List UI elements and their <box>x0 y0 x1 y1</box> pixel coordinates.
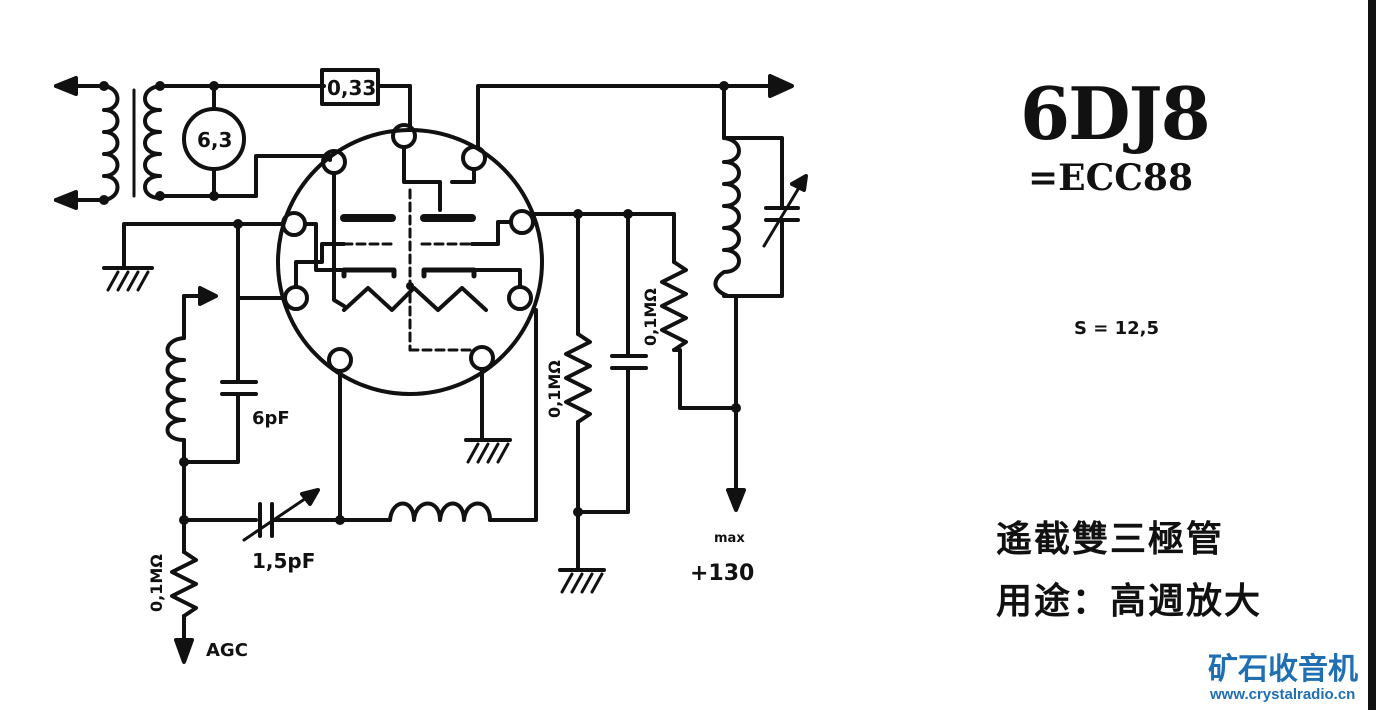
label-resistor-top: 0,33 <box>327 76 376 100</box>
tank-coil <box>713 136 741 298</box>
label-res-plate: 0,1MΩ <box>641 288 660 346</box>
neutralizing-coil <box>388 501 492 522</box>
input-arrow-bottom <box>54 190 106 210</box>
cap-6pf <box>220 380 258 396</box>
description-usage: 用途：高週放大 <box>996 580 1263 622</box>
tube-type-title: 6DJ8 <box>1020 71 1211 156</box>
grid-coil <box>165 336 186 442</box>
tube-envelope <box>276 128 544 396</box>
label-supply: +130 <box>690 561 754 586</box>
tube-cathodes <box>341 267 477 279</box>
watermark-url[interactable]: www.crystalradio.cn <box>1210 686 1356 703</box>
resistor-plate <box>660 260 688 352</box>
tank-variable-cap <box>762 174 808 248</box>
label-res-agc: 0,1MΩ <box>147 554 166 612</box>
watermark-title: 矿石收音机 <box>1208 652 1358 687</box>
label-res-grid: 0,1MΩ <box>545 360 564 418</box>
resistor-agc <box>170 550 198 618</box>
heater-voltage-meter <box>182 107 246 171</box>
transconductance-value: S = 12,5 <box>1074 318 1159 339</box>
resistor-grid-right <box>564 332 592 424</box>
label-max: max <box>714 531 745 546</box>
label-heater-voltage: 6,3 <box>197 128 232 152</box>
ground-symbol-right <box>558 568 606 594</box>
tube-shield <box>408 188 474 352</box>
description-type: 遙截雙三極管 <box>996 518 1225 560</box>
input-coil-primary <box>102 84 120 202</box>
tube-equivalent: =ECC88 <box>1028 157 1194 199</box>
tube-heaters <box>342 286 488 312</box>
input-coil-secondary <box>132 84 162 200</box>
label-cap-6pf: 6pF <box>252 408 290 429</box>
label-agc: AGC <box>206 640 248 661</box>
input-arrow-top <box>54 76 106 96</box>
ground-symbol-center <box>464 438 512 464</box>
scan-edge <box>1368 0 1376 710</box>
cap-1-5pf-variable <box>242 488 320 542</box>
cap-bypass <box>610 354 648 370</box>
label-cap-1-5pf: 1,5pF <box>252 549 315 573</box>
junction-dots <box>99 81 741 525</box>
ground-symbol-left <box>102 266 154 292</box>
